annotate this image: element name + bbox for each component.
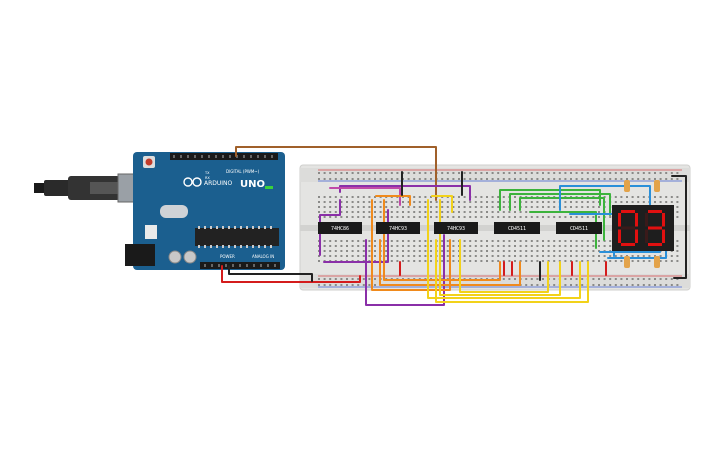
wire-green-4 (529, 211, 597, 249)
ic-cd4511-b[interactable]: CD4511 (556, 222, 602, 234)
segment-d (621, 243, 635, 246)
wires[interactable] (221, 146, 687, 306)
tx-label: TX (204, 171, 210, 175)
segment-a (648, 210, 662, 213)
analog-header-label: ANALOG IN (252, 254, 274, 259)
digital-header-label: DIGITAL (PWM~) (226, 169, 260, 174)
segment-g (648, 226, 662, 230)
arduino-logo-icon (183, 177, 193, 187)
ic-74hc93-a[interactable]: 74HC93 (376, 222, 420, 234)
power-led (265, 186, 273, 189)
arduino-uno-board[interactable]: ARDUINO UNO DIGITAL (PWM~) POWER ANALOG … (125, 152, 285, 270)
digit-0 (618, 210, 638, 246)
svg-text:74HC86: 74HC86 (331, 226, 349, 232)
ic-cd4511-a[interactable]: CD4511 (494, 222, 540, 234)
power-header-label: POWER (220, 254, 235, 259)
segment-d (648, 243, 662, 246)
segment-a (621, 210, 635, 213)
wire-red-power (221, 265, 361, 283)
usb-cable[interactable] (34, 173, 141, 203)
digit-1 (645, 210, 665, 246)
wire-yellow-4 (439, 199, 561, 296)
wire-yellow-5 (459, 239, 549, 293)
segment-c (662, 229, 665, 243)
svg-text:74HC93: 74HC93 (389, 226, 407, 232)
wire-purple-1 (319, 199, 341, 256)
segment-g (621, 226, 635, 230)
wire-yellow-1 (427, 199, 581, 299)
segment-f (618, 213, 621, 227)
atmega-chip (195, 228, 279, 246)
wire-orange-2 (375, 195, 411, 206)
wire-black-ground (228, 265, 313, 282)
wire-orange-1 (371, 199, 451, 291)
wire-brown (235, 146, 437, 201)
wire-orange-3 (379, 239, 521, 286)
svg-text:74HC93: 74HC93 (447, 226, 465, 232)
segment-e (645, 229, 648, 243)
segment-c (635, 229, 638, 243)
wire-black-4 (671, 175, 687, 279)
svg-text:CD4511: CD4511 (508, 226, 526, 232)
ic-74hc93-b[interactable]: 74HC93 (434, 222, 478, 234)
rx-label: RX (205, 176, 210, 180)
arduino-brand-text: ARDUINO (204, 180, 233, 187)
resistors[interactable] (624, 180, 660, 268)
wire-yellow-3 (435, 239, 589, 303)
segment-e (618, 229, 621, 243)
segment-f (645, 213, 648, 227)
wire-yellow-2 (431, 195, 453, 213)
segment-b (662, 213, 665, 227)
wire-blue-1 (559, 185, 651, 211)
wire-green-3 (519, 197, 605, 241)
svg-text:CD4511: CD4511 (570, 226, 588, 232)
crystal-oscillator (160, 205, 188, 218)
seven-segment-display[interactable] (612, 205, 674, 251)
ic-74hc86[interactable]: 74HC86 (318, 222, 362, 234)
segment-b (635, 213, 638, 227)
arduino-model-text: UNO (240, 179, 265, 190)
wire-magenta-1 (329, 187, 401, 206)
wire-purple-4 (365, 234, 445, 306)
wire-orange-4 (383, 199, 501, 281)
